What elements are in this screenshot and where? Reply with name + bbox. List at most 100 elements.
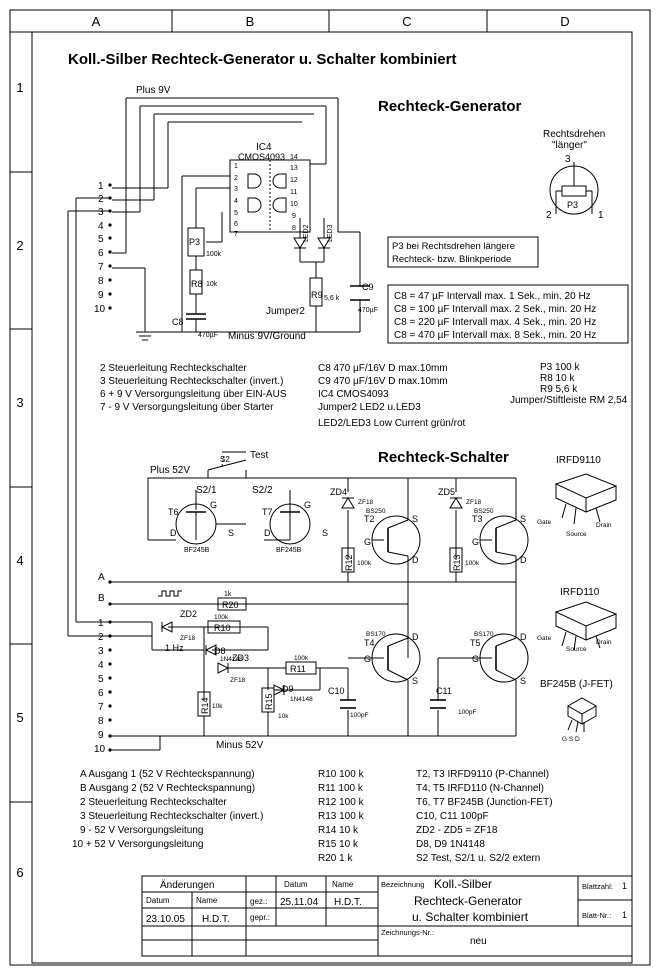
sw-conn-pin-3: 3 [98,646,104,657]
r20-resistor [217,597,247,611]
r20-label: R20 [222,600,239,610]
t7-source-label: S [322,528,328,538]
pot-label: P3 [567,200,578,210]
c8-label: C8 [172,317,184,327]
tb-bez-line-3: u. Schalter kombiniert [412,910,529,924]
sw-legend-r-2: T4, T5 IRFD110 (N-Channel) [416,783,544,794]
tb-blattzahl-value: 1 [622,881,627,891]
col-label-c: C [402,14,411,29]
t4-gate-label: G [364,654,371,664]
tb-gepr-label: gepr.: [250,913,270,922]
t7-jfet [269,503,311,545]
d8-type: 1N4148 [220,656,243,663]
tb-bez-line-2: Rechteck-Generator [414,894,522,908]
p3-note-box [387,236,539,268]
gen-legend-l-2: 3 Steuerleitung Rechteckschalter (invert… [100,376,283,387]
t6-gate-label: G [210,500,217,510]
pot-pin-3: 3 [565,154,571,165]
tb-gez-datum: 25.11.04 [280,897,319,908]
t4-label: T4 [364,638,375,648]
p3-note-line-1: P3 bei Rechtsdrehen längere [392,241,515,252]
tb-gez-name: H.D.T. [334,897,362,908]
gen-legend-l-1: 2 Steuerleitung Rechteckschalter [100,363,247,374]
t6-source-label: S [228,528,234,538]
sw-legend-m-2: R11 100 k [318,783,364,794]
r9-label: R9 [311,290,323,300]
t3-gate-label: G [472,537,479,547]
interval-line-4: C8 = 470 µF Intervall max. 8 Sek., min. … [394,330,596,341]
p3-pot-symbol [187,227,205,257]
t2-label: T2 [364,514,375,524]
plus-9v-label: Plus 9V [136,85,171,96]
irfd9110-gate: Gate [537,519,551,526]
tb-blattzahl-label: Blattzahl: [582,882,613,891]
plus-52v-label: Plus 52V [150,465,190,476]
col-label-b: B [246,14,255,29]
drawing-frame [9,9,651,966]
gen-connector-dots [108,183,112,310]
c9-value: 470µF [358,307,378,314]
sw-legend-l-3: 2 Steuerleitung Rechteckschalter [80,797,227,808]
p3-label: P3 [189,237,200,247]
tb-name-header: Name [332,880,354,889]
ic-pin-13: 13 [290,165,298,172]
minus-52v-label: Minus 52V [216,740,264,751]
gen-legend-m-2: C9 470 µF/16V D max.10mm [318,376,448,387]
gen-legend-m-5: LED2/LED3 Low Current grün/rot [318,418,466,429]
t4-source-label: S [412,676,418,686]
r12-resistor [341,547,355,573]
ic-pin-10: 10 [290,201,298,208]
ic-pin-14: 14 [290,154,298,161]
t5-drain-label: D [520,632,527,642]
c11-value: 100pF [458,709,476,716]
p3-value: 100k [206,251,222,258]
sw-conn-pin-4: 4 [98,660,104,671]
row-label-5: 5 [16,710,23,725]
t5-gate-label: G [472,654,479,664]
row-label-4: 4 [16,553,23,568]
gen-legend-m-4: Jumper2 LED2 u.LED3 [318,402,421,413]
irfd110-package-icon [554,601,618,651]
c10-value: 100pF [350,712,368,719]
r20-value: 1k [224,591,232,598]
t3-source-label: S [520,514,526,524]
t2-type: BS250 [366,508,386,515]
gen-legend-l-3: 6 + 9 V Versorgungsleitung über EIN-AUS [100,389,287,400]
d8-label: D8 [214,646,226,656]
s21-label: S2/1 [196,485,217,496]
interval-line-3: C8 = 220 µF Intervall max. 4 Sek., min. … [394,317,596,328]
t4-mosfet [371,633,421,683]
gen-legend-r-2: R8 10 k [540,373,575,384]
sw-legend-r-5: ZD2 - ZD5 = ZF18 [416,825,498,836]
c11-label: C11 [436,686,452,696]
c9-label: C9 [362,282,374,292]
r15-value: 10k [278,713,289,720]
irfd110-gate: Gate [537,635,551,642]
sw-legend-m-5: R14 10 k [318,825,359,836]
gen-legend-r-1: P3 100 k [540,362,580,373]
zd2-type: ZF18 [180,635,196,642]
r15-resistor [261,687,275,713]
tb-name-label: Name [196,896,218,905]
ic4-cmos4093 [229,159,311,233]
p3-note-line-2: Rechteck- bzw. Blinkperiode [392,254,511,265]
r14-resistor [197,691,211,717]
sheet-title: Koll.-Silber Rechteck-Generator u. Schal… [68,51,456,68]
t6-type: BF245B [184,547,210,554]
led2-led3-symbols [293,237,331,262]
gen-legend-l-4: 7 - 9 V Versorgungsleitung über Starter [100,402,274,413]
tb-bezeichnung-label: Bezeichnung [381,880,424,889]
r9-resistor [309,277,323,307]
r11-label: R11 [290,664,306,674]
t2-gate-label: G [364,537,371,547]
ic4-type: CMOS4093 [238,152,285,162]
t3-drain-label: D [520,555,527,565]
irfd9110-package-icon [554,473,618,525]
col-label-a: A [92,14,101,29]
d9-type: 1N4148 [290,696,313,703]
t7-gate-label: G [304,500,311,510]
t6-drain-label: D [170,528,177,538]
pot-pin-2: 2 [546,210,552,221]
interval-line-1: C8 = 47 µF Intervall max. 1 Sek., min. 2… [394,291,591,302]
